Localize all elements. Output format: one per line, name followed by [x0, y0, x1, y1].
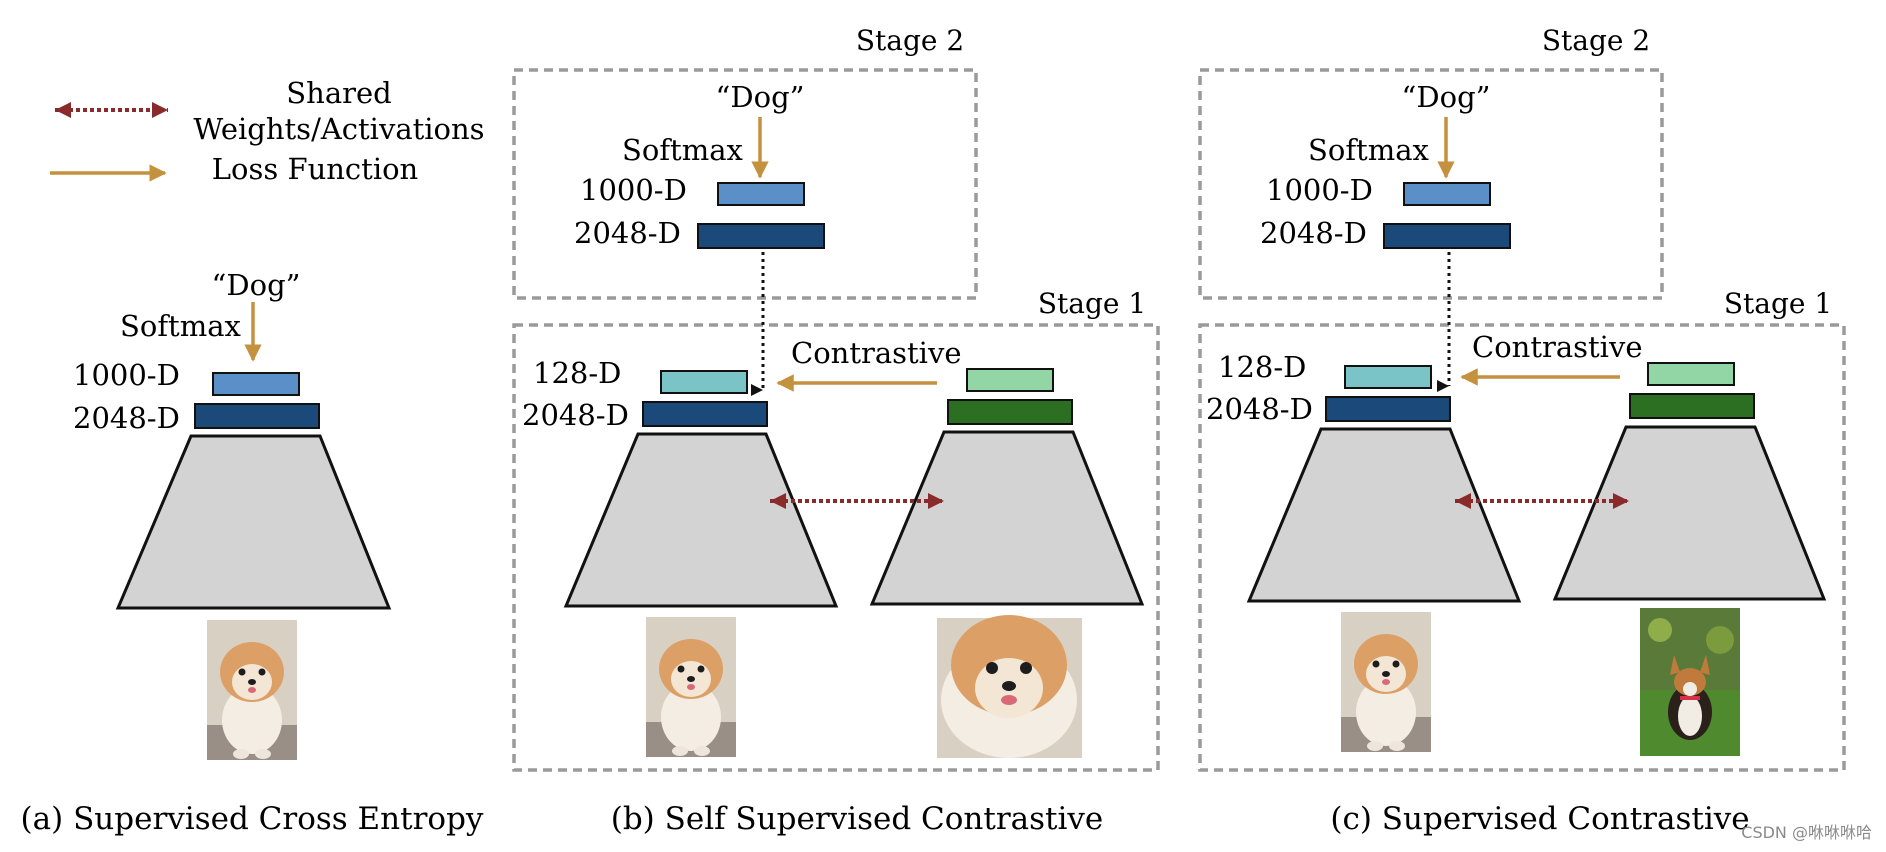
- panel-c-encoder-right: [1552, 425, 1827, 601]
- panel-c-stage2-label: Stage 2: [1542, 24, 1650, 57]
- panel-a-1000d-label: 1000-D: [73, 358, 180, 392]
- panel-b-2048d-box-top: [697, 223, 825, 249]
- panel-b-2048d-box-bottom: [642, 401, 768, 427]
- legend: Shared Weights/Activations Loss Function: [50, 76, 485, 186]
- panel-b-proj-box-right: [966, 368, 1054, 392]
- panel-c-2048d-label-top: 2048-D: [1260, 216, 1367, 250]
- panel-a-dog-image: [207, 620, 297, 760]
- panel-b-2048d-box-right: [947, 399, 1073, 425]
- panel-c-2048d-label-bottom: 2048-D: [1206, 392, 1313, 426]
- panel-b-contrastive-label: Contrastive: [791, 336, 962, 370]
- panel-b-2048d-label-bottom: 2048-D: [522, 398, 629, 432]
- panel-b-dog-image-right: [937, 615, 1082, 758]
- panel-a-dog-label: “Dog”: [212, 268, 301, 302]
- panel-c: Stage 2 Stage 1 “Dog” Softmax 1000-D 204…: [1198, 24, 1846, 837]
- panel-a-2048d-label: 2048-D: [73, 401, 180, 435]
- panel-c-128d-label: 128-D: [1218, 350, 1306, 384]
- panel-b-dog-image-left: [646, 617, 736, 757]
- panel-b-1000d-box: [717, 182, 805, 206]
- panel-c-corgi-image: [1640, 608, 1740, 756]
- panel-b-dog-label: “Dog”: [716, 80, 805, 114]
- panel-c-stage1-box: [1198, 323, 1846, 772]
- panel-b-softmax-label: Softmax: [622, 133, 743, 167]
- panel-a: “Dog” Softmax 1000-D 2048-D (a) Supervis…: [21, 268, 484, 837]
- panel-b-stage1-box: [512, 323, 1160, 772]
- panel-c-dog-label: “Dog”: [1402, 80, 1491, 114]
- panel-c-caption: (c) Supervised Contrastive: [1330, 801, 1749, 837]
- panel-c-softmax-label: Softmax: [1308, 133, 1429, 167]
- panel-c-2048d-box-top: [1383, 223, 1511, 249]
- panel-a-caption: (a) Supervised Cross Entropy: [21, 801, 484, 837]
- panel-b-caption: (b) Self Supervised Contrastive: [611, 801, 1104, 837]
- panel-c-2048d-box-bottom: [1325, 396, 1451, 422]
- panel-c-1000d-label: 1000-D: [1266, 173, 1373, 207]
- panel-c-dog-image-left: [1341, 612, 1431, 752]
- panel-a-1000d-box: [212, 372, 300, 396]
- panel-b-encoder-left: [563, 432, 839, 608]
- legend-shared-label-1: Shared: [286, 76, 391, 110]
- legend-shared-label-2: Weights/Activations: [193, 112, 484, 146]
- panel-c-128d-box: [1344, 365, 1432, 389]
- panel-b-128d-box: [660, 370, 748, 394]
- panel-a-2048d-box: [194, 403, 320, 429]
- panel-c-1000d-box: [1403, 182, 1491, 206]
- panel-c-stage1-label: Stage 1: [1724, 287, 1832, 320]
- panel-b-encoder-right: [869, 430, 1145, 606]
- panel-b-stage2-box: [512, 68, 978, 300]
- panel-b-stage1-label: Stage 1: [1038, 287, 1146, 320]
- panel-b-1000d-label: 1000-D: [580, 173, 687, 207]
- panel-c-2048d-box-right: [1629, 393, 1755, 419]
- panel-b-2048d-label-top: 2048-D: [574, 216, 681, 250]
- panel-b-stage2-label: Stage 2: [856, 24, 964, 57]
- panel-c-encoder-left: [1246, 427, 1522, 603]
- watermark: CSDN @咻咻咻哈: [1741, 823, 1872, 842]
- panel-c-proj-box-right: [1647, 362, 1735, 386]
- panel-c-stage2-box: [1198, 68, 1664, 300]
- panel-c-contrastive-label: Contrastive: [1472, 330, 1643, 364]
- panel-a-encoder: [115, 434, 392, 610]
- panel-b-128d-label: 128-D: [533, 356, 621, 390]
- legend-loss-label: Loss Function: [212, 152, 418, 186]
- panel-b: Stage 2 Stage 1 “Dog” Softmax 1000-D 204…: [512, 24, 1160, 837]
- panel-a-softmax-label: Softmax: [120, 309, 241, 343]
